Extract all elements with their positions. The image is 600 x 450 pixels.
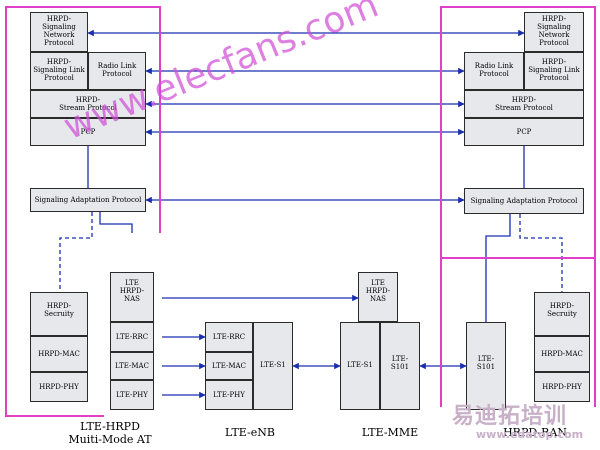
ran-hrpd-security: HRPD- Secruity [534, 292, 590, 336]
at-hmac-label: HRPD-MAC [38, 350, 80, 358]
ran-s101-label: LTE- S101 [476, 355, 496, 372]
ran-hrpd-stream-protocol: HRPD- Stream Protocol [464, 90, 584, 118]
enb-phy-label: LTE-PHY [213, 391, 245, 399]
ran-hrpd-region-ext [440, 257, 442, 407]
caption-lte-mme: LTE-MME [361, 426, 419, 439]
ran-lte-s101: LTE- S101 [466, 322, 506, 410]
at-hrpd-region [5, 6, 161, 417]
at-lmac-label: LTE-MAC [115, 362, 149, 370]
ran-hrpd-signaling-link-protocol: HRPD- Signaling Link Protocol [524, 52, 584, 90]
enb-rrc-label: LTE-RRC [212, 333, 246, 341]
mme-nas-label: LTE HRPD- NAS [365, 279, 391, 304]
ran-pcp-label: PCP [516, 128, 532, 136]
at-pcp-label: PCP [80, 128, 96, 136]
at-lte-hrpd-nas: LTE HRPD- NAS [110, 272, 154, 322]
ran-hslp-label: HRPD- Signaling Link Protocol [528, 58, 580, 83]
at-lphy-label: LTE-PHY [116, 391, 148, 399]
at-nas-label: LTE HRPD- NAS [119, 279, 145, 304]
at-hrpd-mac: HRPD-MAC [30, 336, 88, 372]
caption-lte-enb: LTE-eNB [225, 426, 275, 439]
mme-s101-label: LTE- S101 [390, 355, 410, 372]
ran-hrpd-signaling-network-protocol: HRPD- Signaling Network Protocol [524, 12, 584, 52]
at-hsnp-label: HRPD- Signaling Network Protocol [42, 15, 76, 48]
at-lte-mac: LTE-MAC [110, 352, 154, 380]
ran-hphy-label: HRPD-PHY [542, 383, 582, 391]
at-hrpd-stream-protocol: HRPD- Stream Protocol [30, 90, 146, 118]
caption-multimode-at: LTE-HRPD Muiti-Mode AT [68, 420, 152, 447]
mme-lte-hrpd-nas: LTE HRPD- NAS [358, 272, 398, 322]
mme-lte-s1: LTE-S1 [340, 322, 380, 410]
ran-hsnp-label: HRPD- Signaling Network Protocol [537, 15, 571, 48]
caption-hrpd-ran: HRPD-RAN [503, 426, 567, 439]
link-at-sap-security [59, 212, 93, 292]
enb-lte-phy: LTE-PHY [205, 380, 253, 410]
at-hslp-label: HRPD- Signaling Link Protocol [33, 58, 85, 83]
at-radio-link-protocol: Radio Link Protocol [88, 52, 146, 90]
at-sap-label: Signaling Adaptation Protocol [34, 196, 142, 204]
ran-sap-label: Signaling Adaptation Protocol [470, 197, 578, 205]
link-ran-sap-security [519, 214, 563, 292]
ran-hrpd-region [440, 6, 596, 259]
at-hrpd-signaling-link-protocol: HRPD- Signaling Link Protocol [30, 52, 88, 90]
at-lte-rrc: LTE-RRC [110, 322, 154, 352]
at-hrpd-signaling-network-protocol: HRPD- Signaling Network Protocol [30, 12, 88, 52]
ran-hrpd-phy: HRPD-PHY [534, 372, 590, 402]
enb-lte-mac: LTE-MAC [205, 352, 253, 380]
at-lte-phy: LTE-PHY [110, 380, 154, 410]
mme-s1-label: LTE-S1 [347, 361, 373, 369]
enb-lte-s1: LTE-S1 [253, 322, 293, 410]
enb-lte-rrc: LTE-RRC [205, 322, 253, 352]
ran-hmac-label: HRPD-MAC [541, 350, 583, 358]
at-pcp: PCP [30, 118, 146, 146]
at-hphy-label: HRPD-PHY [39, 383, 79, 391]
ran-hsp-label: HRPD- Stream Protocol [495, 96, 553, 113]
ran-hsec-label: HRPD- Secruity [547, 302, 577, 319]
ran-pcp: PCP [464, 118, 584, 146]
at-hsp-label: HRPD- Stream Protocol [59, 96, 117, 113]
at-hrpd-phy: HRPD-PHY [30, 372, 88, 402]
ran-signaling-adaptation-protocol: Signaling Adaptation Protocol [464, 188, 584, 214]
ran-radio-link-protocol: Radio Link Protocol [464, 52, 524, 90]
at-hsec-label: HRPD- Secruity [44, 302, 74, 319]
at-rlp-label: Radio Link Protocol [97, 62, 137, 79]
edatop-brand-url: www.edatop.com [476, 428, 584, 441]
edatop-brand-chinese: 易迪拓培训 [452, 404, 568, 429]
mme-lte-s101: LTE- S101 [380, 322, 420, 410]
enb-s1-label: LTE-S1 [260, 361, 286, 369]
link-ran-sap-s101 [485, 214, 511, 322]
ran-rlp-label: Radio Link Protocol [474, 62, 514, 79]
ran-hrpd-region-right [594, 257, 596, 407]
enb-mac-label: LTE-MAC [212, 362, 246, 370]
at-hrpd-security: HRPD- Secruity [30, 292, 88, 336]
at-rrc-label: LTE-RRC [115, 333, 149, 341]
at-signaling-adaptation-protocol: Signaling Adaptation Protocol [30, 188, 146, 212]
ran-hrpd-mac: HRPD-MAC [534, 336, 590, 372]
